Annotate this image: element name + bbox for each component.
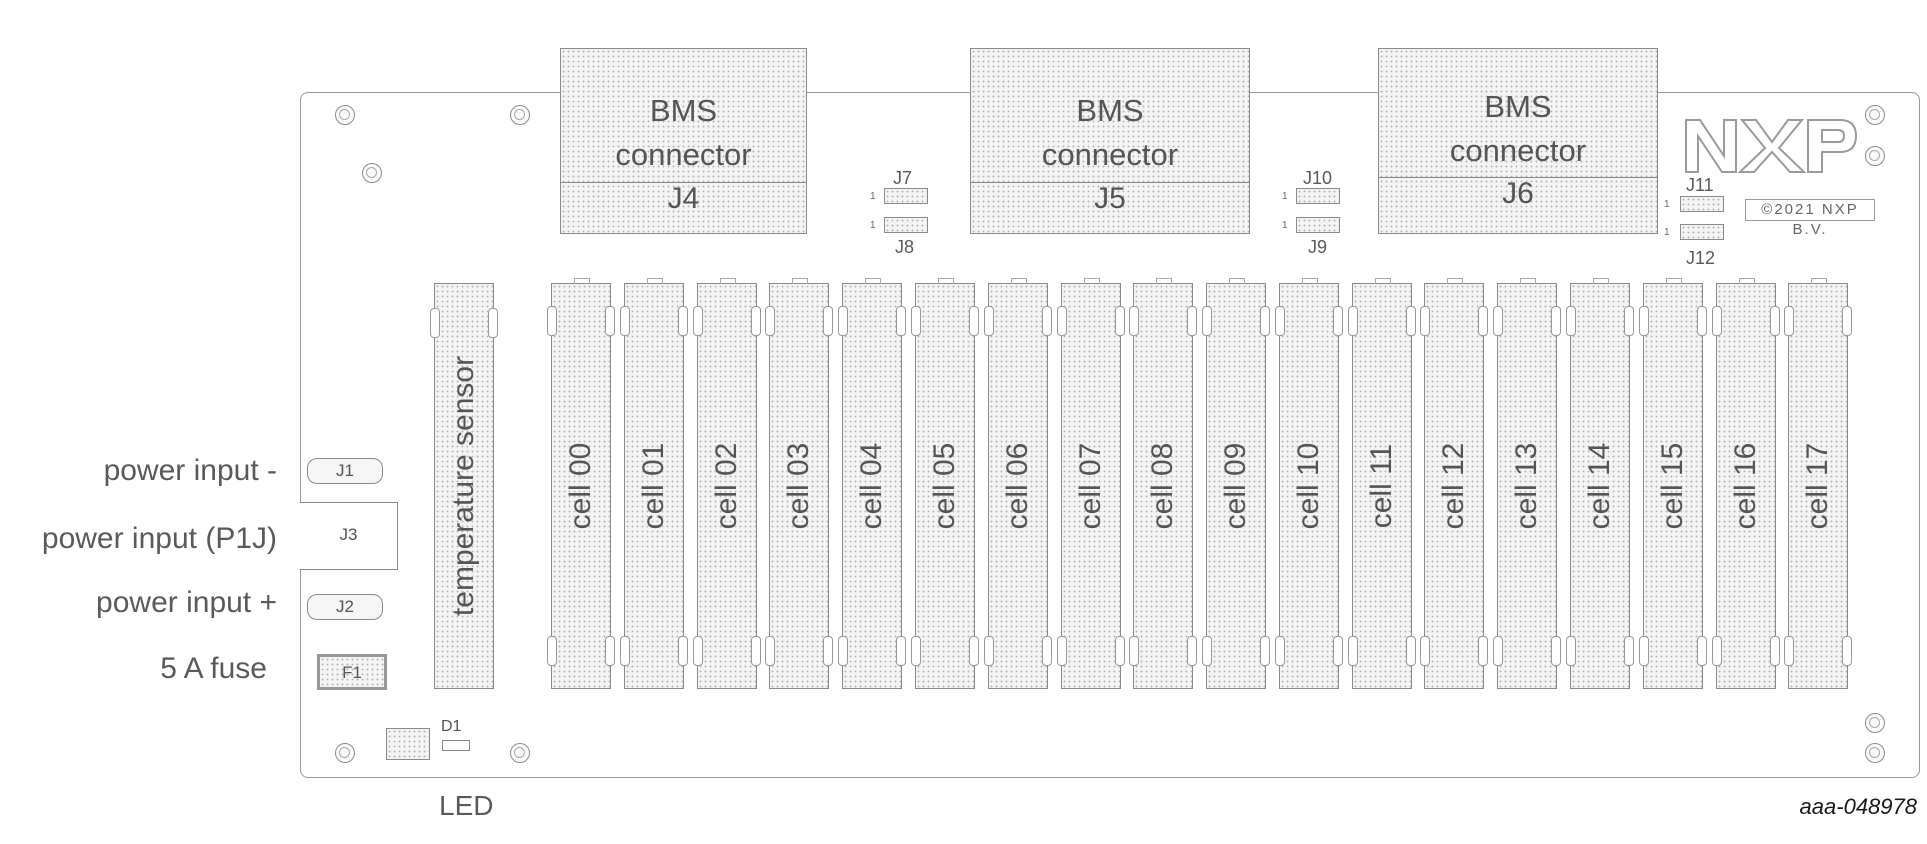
cell-slot: cell 10 [1275,278,1343,689]
bms-connector-j4: BMS connector J4 [560,48,807,234]
cell-slot: cell 16 [1712,278,1780,689]
header-j11 [1680,196,1724,212]
cell-slot: cell 14 [1566,278,1634,689]
cell-slot: cell 17 [1784,278,1852,689]
cell-label: cell 00 [564,442,597,530]
pin-one-marker: 1 [1282,220,1288,231]
cell-label: cell 04 [855,442,888,530]
header-j7 [884,188,928,204]
header-label-j12: J12 [1686,248,1716,268]
cell-slot: cell 04 [838,278,906,689]
connector-title: BMS connector [615,93,752,172]
connector-j2: J2 [307,594,383,620]
fuse-f1-label: F1 [342,663,362,682]
connector-j3: J3 [300,502,398,570]
cell-slot: cell 00 [547,278,615,689]
header-j8 [884,217,928,233]
bms-connector-j6: BMS connector J6 [1378,48,1658,234]
label-fuse: 5 A fuse [160,652,267,685]
cell-label: cell 10 [1292,442,1325,530]
connector-divider [1379,177,1657,178]
cell-label: cell 15 [1656,442,1689,530]
mounting-hole-icon [1865,713,1885,733]
cell-label: cell 02 [710,442,743,530]
header-label-j7: J7 [893,168,913,188]
connector-divider [971,182,1249,183]
led-d1-label: D1 [441,718,462,735]
mounting-hole-icon [335,743,355,763]
connector-j3-label: J3 [339,525,358,544]
connector-ref-label: J6 [1502,177,1534,210]
cell-label: cell 05 [928,442,961,530]
connector-title: BMS connector [1449,89,1587,168]
pin-one-marker: 1 [870,191,876,202]
connector-j2-label: J2 [336,597,354,616]
mounting-hole-icon [510,105,530,125]
mounting-hole-icon [1865,743,1885,763]
header-label-j10: J10 [1303,168,1333,188]
led-d1 [442,740,470,751]
fuse-f1: F1 [317,654,387,690]
cell-slot: cell 15 [1639,278,1707,689]
connector-j1-label: J1 [336,461,354,480]
connector-divider [561,182,806,183]
cell-label: cell 13 [1510,442,1543,530]
cell-label: cell 03 [782,442,815,530]
temperature-sensor-label: temperature sensor [447,355,480,617]
cell-slot: cell 05 [911,278,979,689]
label-power-input-p1j: power input (P1J) [41,522,277,555]
label-power-input-plus: power input + [96,586,277,619]
cell-slot: cell 08 [1129,278,1197,689]
cell-label: cell 06 [1001,442,1034,530]
cell-slot: cell 03 [765,278,833,689]
header-j9 [1296,217,1340,233]
pin-one-marker: 1 [870,220,876,231]
cell-label: cell 08 [1146,442,1179,530]
connector-j1: J1 [307,458,383,484]
nxp-logo [1680,108,1860,180]
cell-label: cell 16 [1729,442,1762,530]
pin-one-marker: 1 [1664,227,1670,238]
cell-label: cell 17 [1801,442,1834,530]
figure-id: aaa-048978 [1799,794,1917,819]
cell-slot: cell 07 [1057,278,1125,689]
temperature-sensor: temperature sensor [430,283,498,689]
cell-label: cell 01 [637,442,670,530]
cell-label: cell 09 [1219,442,1252,530]
led-footprint [386,728,430,760]
connector-title: BMS connector [1041,93,1179,172]
header-label-j9: J9 [1308,237,1328,257]
bms-connector-j5: BMS connector J5 [970,48,1250,234]
cell-slot: cell 06 [984,278,1052,689]
header-label-j11: J11 [1686,175,1714,195]
mounting-hole-icon [510,743,530,763]
cell-slot: cell 11 [1348,278,1416,689]
mounting-hole-icon [362,163,382,183]
cell-label: cell 14 [1583,442,1616,530]
cell-slot: cell 13 [1493,278,1561,689]
mounting-hole-icon [1865,146,1885,166]
cell-label: cell 12 [1437,442,1470,530]
connector-ref-label: J4 [667,182,700,215]
mounting-hole-icon [1865,105,1885,125]
cell-label: cell 07 [1074,442,1107,530]
label-led: LED [439,790,494,821]
header-j12 [1680,224,1724,240]
header-j10 [1296,188,1340,204]
cell-label: cell 11 [1365,443,1398,529]
cell-slot: cell 12 [1420,278,1488,689]
mounting-hole-icon [335,105,355,125]
label-power-input-minus: power input - [103,454,277,487]
pin-one-marker: 1 [1282,191,1288,202]
pin-one-marker: 1 [1664,199,1670,210]
header-label-j8: J8 [895,237,915,257]
cell-slot: cell 01 [620,278,688,689]
cell-slot: cell 09 [1202,278,1270,689]
copyright-label: ©2021 NXP B.V. [1745,199,1875,238]
connector-ref-label: J5 [1094,182,1126,215]
cell-slot: cell 02 [693,278,761,689]
